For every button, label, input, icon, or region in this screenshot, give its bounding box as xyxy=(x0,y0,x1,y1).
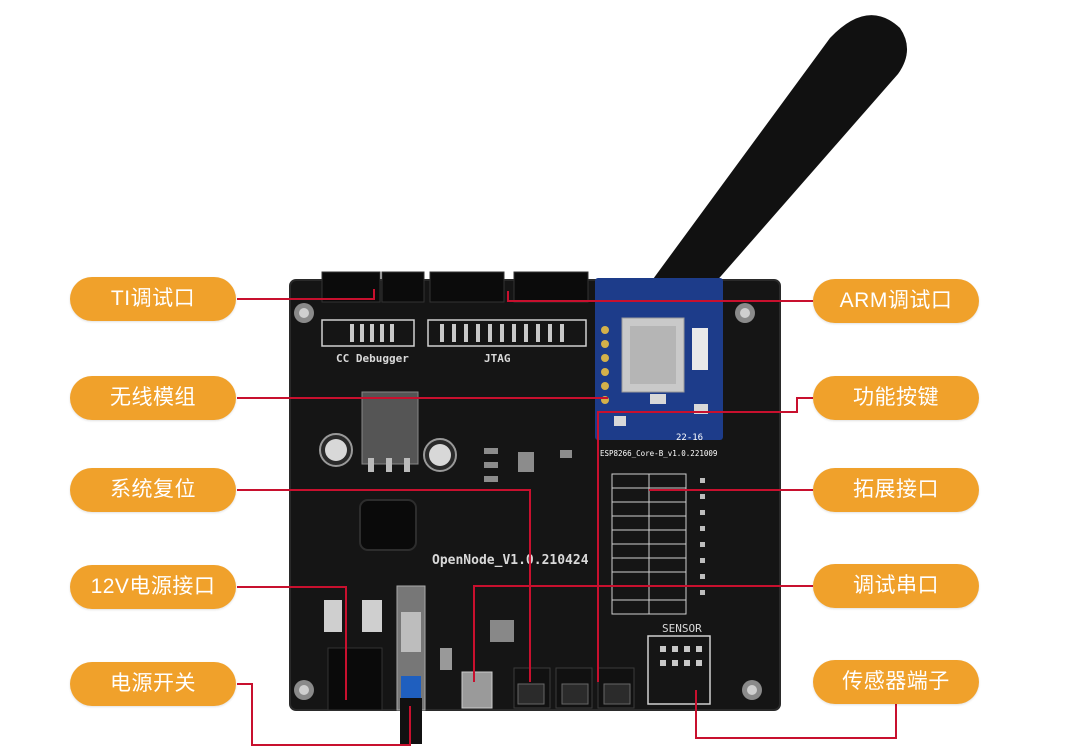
inductor xyxy=(359,499,417,551)
leader-system-reset xyxy=(237,489,531,682)
module-name-silk: ESP8266_Core-B_v1.0.221009 xyxy=(600,449,717,458)
leader-power-switch xyxy=(237,683,411,746)
leader-arm-debug xyxy=(507,291,813,302)
label-power-switch: 电源开关 xyxy=(70,662,236,706)
voltage-regulator xyxy=(361,391,419,472)
leader-ti-debug xyxy=(237,289,375,300)
label-system-reset: 系统复位 xyxy=(70,468,236,512)
label-ti-debug: TI调试口 xyxy=(70,277,236,321)
sensor-silk: SENSOR xyxy=(662,622,702,635)
mounting-holes xyxy=(294,303,762,700)
label-12v-power: 12V电源接口 xyxy=(70,565,236,609)
sensor-header xyxy=(647,635,711,705)
leader-sensor xyxy=(695,690,897,739)
leader-lines xyxy=(237,289,897,746)
label-arm-debug: ARM调试口 xyxy=(813,279,979,323)
expansion-pins xyxy=(700,478,705,595)
board-model-silk: OpenNode_V1.0.210424 xyxy=(432,553,589,568)
label-function-keys: 功能按键 xyxy=(813,376,979,420)
leader-function-keys xyxy=(597,397,813,682)
capacitors xyxy=(319,433,457,472)
wireless-module-board xyxy=(595,278,723,440)
label-debug-serial: 调试串口 xyxy=(813,564,979,608)
leader-debug-serial xyxy=(473,585,813,682)
label-expansion-port: 拓展接口 xyxy=(813,468,979,512)
label-wireless-module: 无线模组 xyxy=(70,376,236,420)
jtag-silk: JTAG xyxy=(484,352,511,365)
top-connectors xyxy=(321,271,589,347)
module-date-silk: 22-16 xyxy=(676,433,703,443)
antenna xyxy=(645,15,908,301)
label-sensor-terminal: 传感器端子 xyxy=(813,660,979,704)
expansion-header xyxy=(611,473,687,615)
leader-12v xyxy=(237,586,347,700)
smd-components xyxy=(484,448,572,482)
cc-debugger-silk: CC Debugger xyxy=(336,352,409,365)
function-buttons xyxy=(517,683,631,705)
power-section xyxy=(324,585,452,744)
